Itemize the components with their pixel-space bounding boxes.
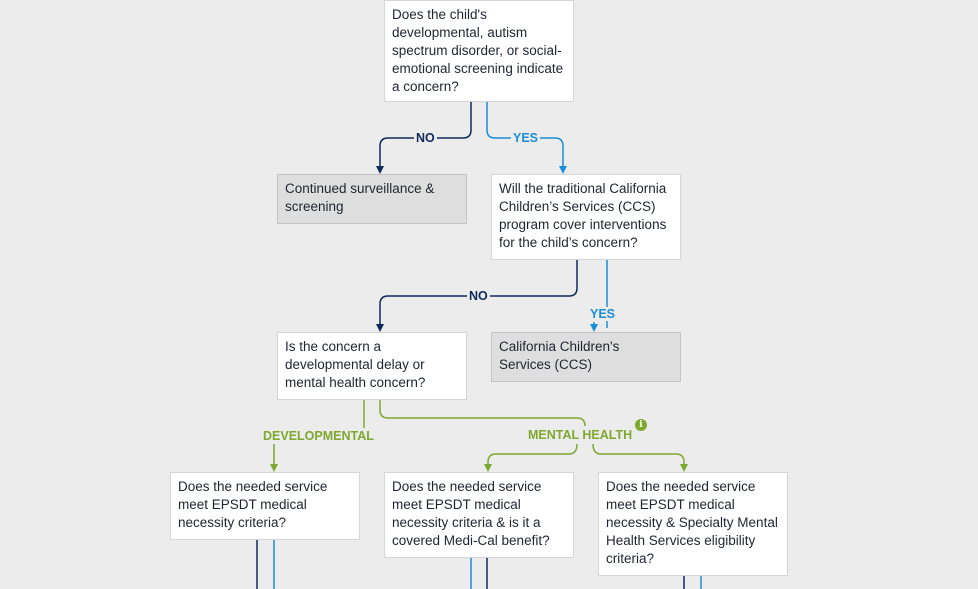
node-epsdt-developmental: Does the needed service meet EPSDT medic… xyxy=(170,472,360,540)
edge-developmental xyxy=(274,400,365,468)
node-ccs: California Children's Services (CCS) xyxy=(491,332,681,382)
edge-mh-medi-cal xyxy=(484,443,578,472)
label-mental-health: MENTAL HEALTH xyxy=(526,428,635,442)
label-developmental: DEVELOPMENTAL xyxy=(261,429,376,443)
node-concern-type-question: Is the concern a developmental delay or … xyxy=(277,332,467,400)
node-screening-question: Does the child's developmental, autism s… xyxy=(384,0,574,102)
label-no-2: NO xyxy=(467,289,490,303)
node-epsdt-smhs: Does the needed service meet EPSDT medic… xyxy=(598,472,788,576)
info-icon[interactable]: i xyxy=(635,419,647,431)
label-no-1: NO xyxy=(414,131,437,145)
node-epsdt-medi-cal: Does the needed service meet EPSDT medic… xyxy=(384,472,574,558)
edge-mental-health xyxy=(379,400,586,427)
label-yes-2: YES xyxy=(588,307,618,321)
node-continued-surveillance: Continued surveillance & screening xyxy=(277,174,467,224)
label-yes-1: YES xyxy=(511,131,541,145)
node-ccs-question: Will the traditional California Children… xyxy=(491,174,681,260)
edge-mh-smhs xyxy=(592,443,688,472)
